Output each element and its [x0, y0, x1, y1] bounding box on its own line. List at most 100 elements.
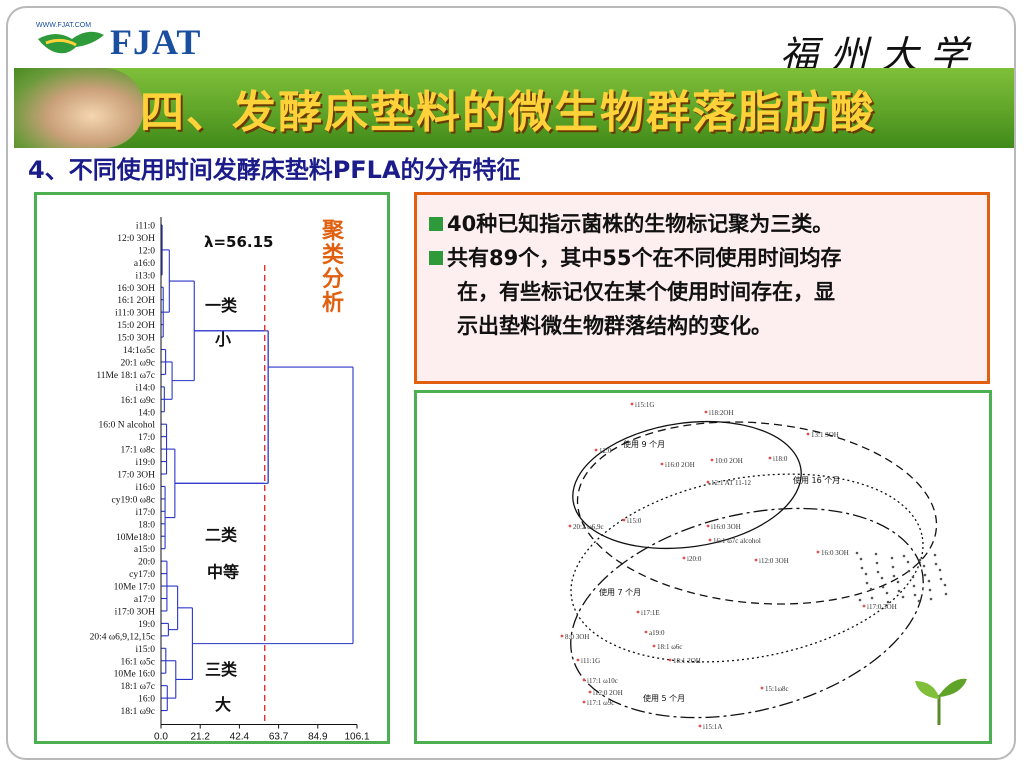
title-banner: [14, 68, 1014, 148]
point-label: i20:0: [687, 555, 702, 563]
cluster-point: [907, 569, 911, 573]
leaf-label: i17:0 3OH: [115, 607, 156, 617]
leaf-label: i13:0: [135, 271, 155, 281]
cluster-point: [901, 595, 905, 599]
cluster-point: [869, 587, 873, 591]
leaf-label: i14:0: [135, 383, 155, 393]
ellipse-label: 使用 16 个月: [793, 475, 840, 485]
data-point: [708, 538, 712, 542]
cluster-point: [938, 568, 942, 572]
data-point: [760, 686, 764, 690]
cluster-label-char: 类: [321, 243, 344, 268]
data-point: [582, 678, 586, 682]
leaf-label: 20:4 ω6,9,12,15c: [90, 632, 155, 642]
data-point: [862, 604, 866, 608]
cluster-point: [922, 564, 926, 568]
data-point: [698, 724, 702, 728]
cluster-point: [912, 584, 916, 588]
data-point: [568, 524, 572, 528]
leaf-label: 16:1 ω5c: [121, 657, 155, 667]
cluster-point: [875, 561, 879, 565]
group-desc: 中等: [207, 563, 239, 582]
cluster-point: [897, 589, 901, 593]
cluster-point: [890, 556, 894, 560]
cluster-point: [858, 598, 862, 602]
hands-seedling-image: [14, 68, 144, 148]
sprout-icon: [915, 678, 967, 725]
data-point: [806, 432, 810, 436]
point-label: 20:2 ω6,9c: [573, 523, 604, 531]
leaf-label: 18:1 ω9c: [121, 707, 155, 717]
leaf-label: 16:0: [138, 695, 155, 705]
data-point: [660, 462, 664, 466]
ellipse-label: 使用 5 个月: [643, 693, 685, 703]
leaf-label: 20:0: [138, 558, 155, 568]
leaf-label: i11:0 3OH: [115, 309, 155, 319]
axis-tick-label: 21.2: [190, 732, 210, 741]
leaf-label: 12:0 3OH: [117, 234, 155, 244]
point-label: i18:2OH: [709, 409, 734, 417]
cluster-point: [864, 572, 868, 576]
leaf-label: 20:1 ω9c: [121, 358, 155, 368]
leaf-label: 14:1ω5c: [123, 346, 155, 356]
leaf-label: 16:0 3OH: [117, 284, 155, 294]
leaf-label: 15:0 2OH: [117, 321, 155, 331]
cluster-point: [944, 592, 948, 596]
bird-logo-icon: [38, 31, 104, 54]
leaf-label: a15:0: [134, 545, 155, 555]
data-point: [630, 402, 634, 406]
point-label: i12:0 3OH: [759, 557, 789, 565]
data-point: [754, 558, 758, 562]
cluster-point: [913, 593, 917, 597]
bullet-1: 40种已知指示菌株的生物标记聚为三类。: [429, 207, 975, 241]
cluster-point: [896, 580, 900, 584]
logo-text: FJAT: [110, 22, 202, 62]
group-name: 一类: [205, 296, 238, 315]
leaf-label: 10Me 17:0: [114, 583, 156, 593]
fjat-logo: FJAT: [36, 22, 201, 62]
bullet-2-line-2: 在，有些标记仅在某个使用时间存在，显: [457, 280, 835, 304]
point-label: i18:0: [773, 455, 788, 463]
point-label: 12:1 AT 11-12: [711, 479, 752, 487]
data-point: [652, 644, 656, 648]
ellipse-9-months: [572, 420, 802, 550]
leaf-label: 17:0: [138, 433, 155, 443]
point-label: 18:1 2OH: [673, 657, 701, 665]
cluster-point: [891, 565, 895, 569]
leaf-label: 16:0 N alcohol: [99, 421, 156, 431]
axis-tick-label: 42.4: [230, 732, 250, 741]
cluster-point: [892, 574, 896, 578]
cluster-point: [934, 562, 938, 566]
cluster-point: [885, 591, 889, 595]
leaf-label: a17:0: [134, 595, 155, 605]
point-label: i15:1G: [635, 401, 654, 409]
cluster-point: [855, 551, 859, 555]
leaf-label: a16:0: [134, 259, 155, 269]
cluster-point: [939, 577, 943, 581]
point-label: 16:1 ω7c alcohol: [713, 537, 761, 545]
data-point: [668, 658, 672, 662]
group-name: 三类: [205, 660, 238, 679]
lambda-label: λ=56.15: [204, 233, 274, 251]
leaf-label: i16:0: [135, 483, 155, 493]
cluster-point: [918, 558, 922, 562]
leaf-label: 17:0 3OH: [117, 471, 155, 481]
data-point: [622, 518, 626, 522]
cluster-point: [860, 566, 864, 570]
cluster-point: [876, 570, 880, 574]
slide-title: 四、发酵床垫料的微生物群落脂肪酸: [140, 87, 876, 138]
cluster-point: [874, 552, 878, 556]
cluster-label-char: 分: [321, 267, 344, 292]
leaf-label: cy19:0 ω8c: [112, 495, 155, 505]
cluster-point: [917, 599, 921, 603]
axis-tick-label: 0.0: [154, 732, 168, 741]
point-label: 8:0 3OH: [565, 633, 589, 641]
point-label: 10:0 2OH: [715, 457, 743, 465]
data-point: [582, 700, 586, 704]
point-label: i17:1E: [641, 609, 660, 617]
data-point: [706, 480, 710, 484]
data-point: [560, 634, 564, 638]
leaf-label: 10Me18:0: [116, 533, 155, 543]
